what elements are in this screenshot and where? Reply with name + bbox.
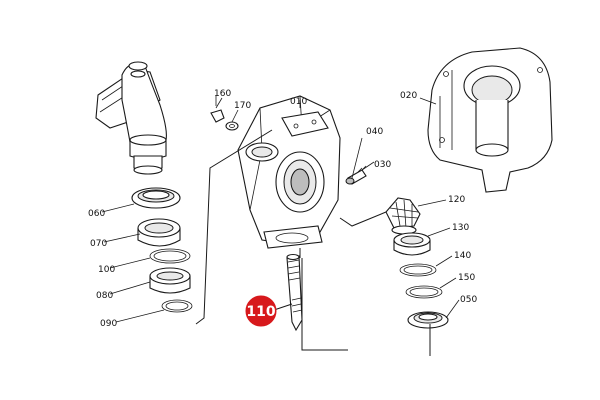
callout-140: 140 <box>454 251 471 261</box>
right-housing-part <box>427 47 553 193</box>
callout-030: 030 <box>374 160 391 170</box>
bolt-030-040 <box>345 165 367 185</box>
callout-050: 050 <box>460 295 477 305</box>
callout-070: 070 <box>90 239 107 249</box>
snap-ring-140 <box>399 263 437 277</box>
callout-170: 170 <box>234 101 251 111</box>
cone-cover-part <box>95 61 167 175</box>
callout-090: 090 <box>100 319 117 329</box>
snap-ring-150 <box>405 285 443 299</box>
callout-060: 060 <box>88 209 105 219</box>
assembly-guide-lines <box>195 129 431 356</box>
bearing-130 <box>393 232 431 256</box>
callout-labels: 010 020 030 040 050 060 070 080 090 100 … <box>88 89 477 329</box>
callout-010: 010 <box>290 97 307 107</box>
callout-020: 020 <box>400 91 417 101</box>
callout-130: 130 <box>452 223 469 233</box>
callout-040: 040 <box>366 127 383 137</box>
bearing-080 <box>149 267 191 294</box>
snap-ring-100 <box>149 248 191 264</box>
badge-circle <box>245 295 277 327</box>
highlight-badge-110: 110 <box>245 295 277 327</box>
callout-160: 160 <box>214 89 231 99</box>
bevel-gear-120 <box>385 197 421 235</box>
bearing-070 <box>137 218 181 247</box>
seal-050 <box>407 311 449 329</box>
seal-060 <box>131 187 181 209</box>
gear-case-part <box>237 95 341 249</box>
plug-160 <box>210 96 225 123</box>
callout-150: 150 <box>458 273 475 283</box>
callout-100: 100 <box>98 265 115 275</box>
badge-label: 110 <box>246 304 275 320</box>
washer-170 <box>225 121 239 131</box>
callout-080: 080 <box>96 291 113 301</box>
leader-lines <box>101 97 460 323</box>
callout-120: 120 <box>448 195 465 205</box>
shaft-110-part <box>286 253 303 332</box>
snap-ring-090 <box>161 299 193 313</box>
